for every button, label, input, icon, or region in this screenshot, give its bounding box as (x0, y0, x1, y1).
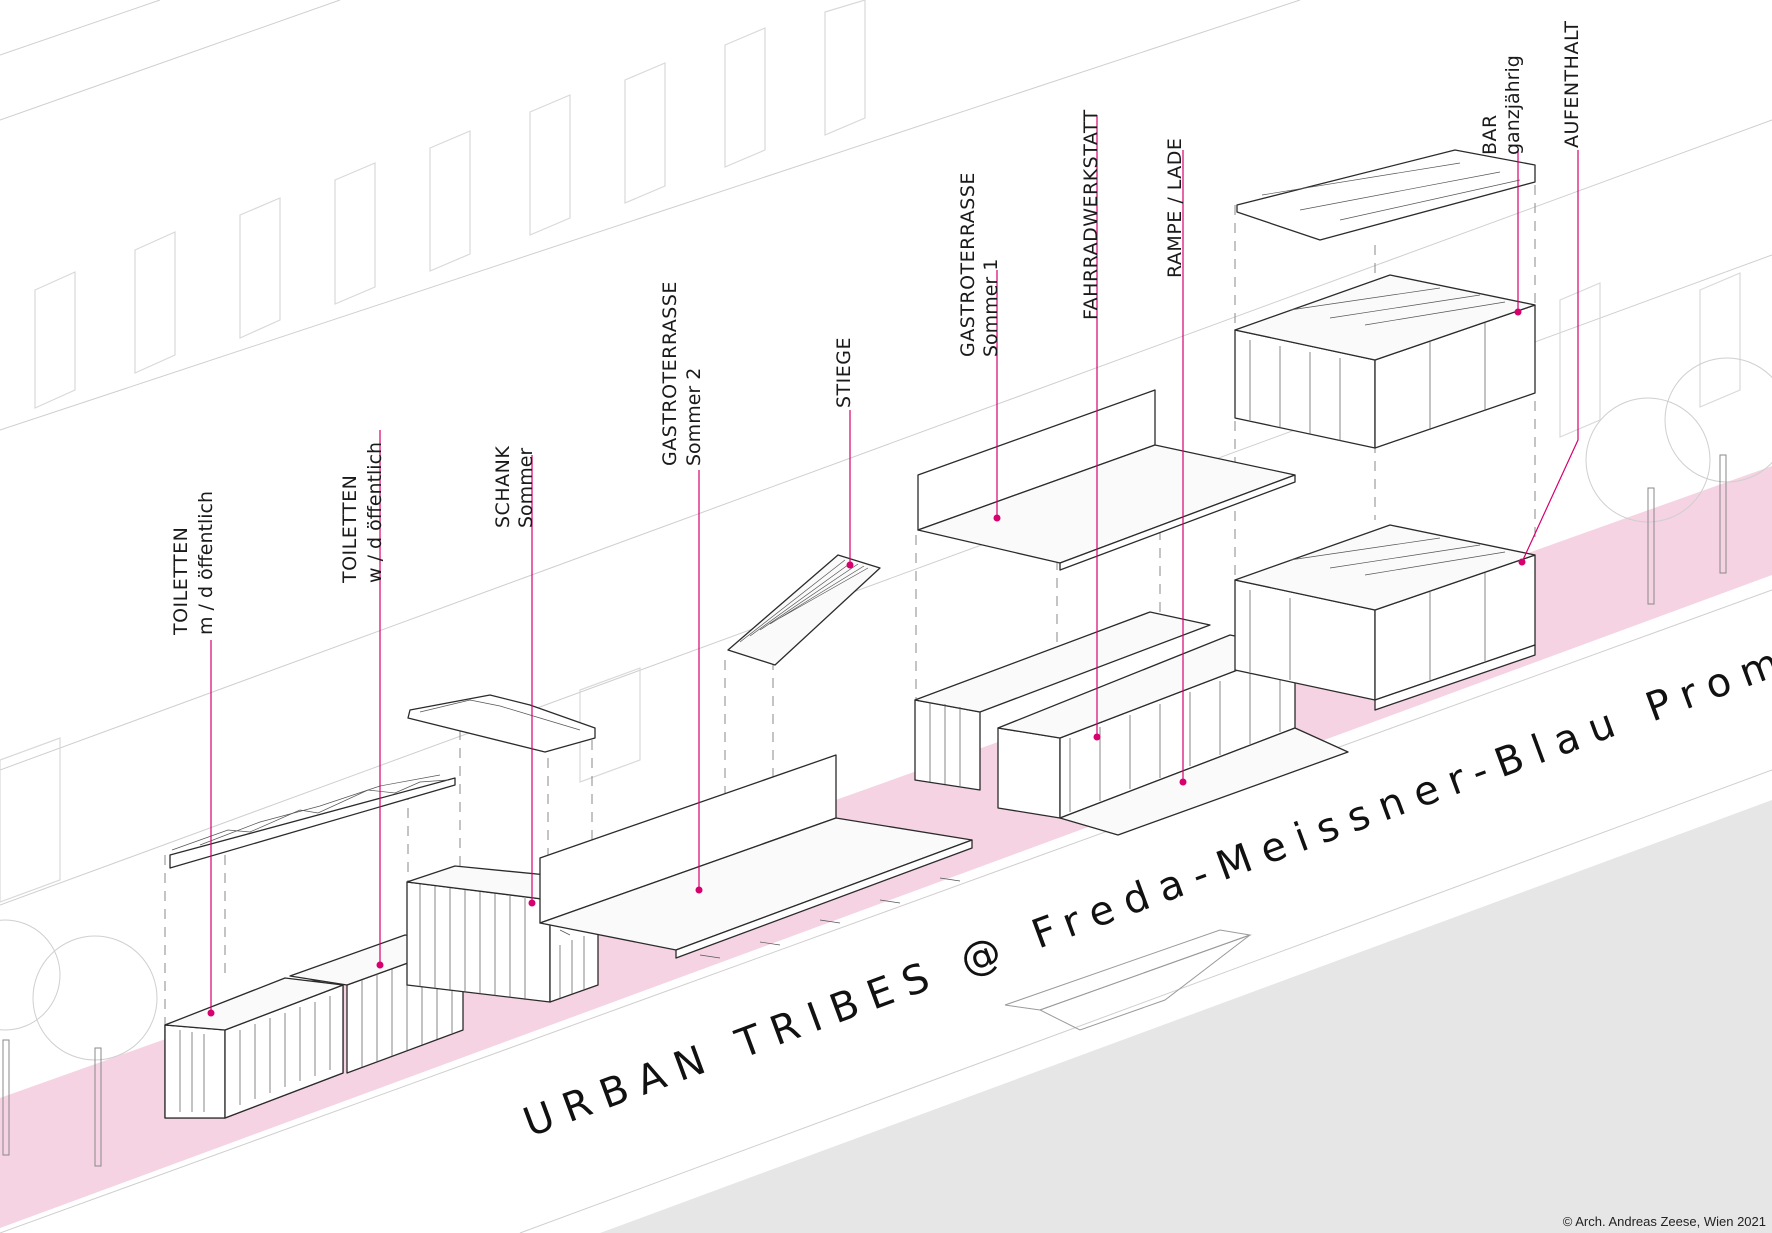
label-stiege: STIEGE (833, 337, 855, 408)
container-fahrrad-b (997, 634, 1296, 819)
label-schank-2: Sommer (515, 448, 537, 528)
platform-gastro2 (539, 754, 973, 959)
facade-line-2 (0, 119, 1772, 771)
label-toiletten-md-2: m / d öffentlich (195, 491, 217, 635)
label-toiletten-wd-2: w / d öffentlich (364, 442, 386, 583)
curb-line (0, 589, 1772, 1233)
roof-schank (407, 694, 596, 753)
facade-line-3 (0, 0, 1301, 431)
roof-bar (1236, 149, 1536, 241)
label-bar-1: BAR (1479, 114, 1501, 155)
label-fahrrad: FAHRRADWERKSTATT (1080, 109, 1102, 320)
label-gastro2-1: GASTROTERRASSE (659, 281, 681, 466)
facade-line-4 (0, 0, 161, 56)
ramp-lade (1059, 727, 1349, 836)
container-fahrrad-a (914, 611, 1211, 791)
container-bar-upper (1234, 274, 1536, 449)
stair-stiege (727, 554, 881, 666)
platform-gastro1 (917, 389, 1296, 571)
copyright: © Arch. Andreas Zeese, Wien 2021 (1563, 1214, 1766, 1229)
leader-lines (207, 115, 1579, 1017)
tree-trunk (94, 1047, 102, 1167)
container-aufenthalt (1234, 524, 1536, 711)
label-toiletten-md-1: TOILETTEN (170, 527, 192, 636)
label-gastro1-1: GASTROTERRASSE (957, 172, 979, 357)
background-buildings (0, 0, 1741, 903)
label-bar-2: ganzjährig (1502, 55, 1524, 155)
street-surface (600, 800, 1772, 1233)
street-edge (519, 769, 1772, 1233)
labels: TOILETTEN m / d öffentlich TOILETTEN w /… (170, 20, 1583, 636)
label-toiletten-wd-1: TOILETTEN (339, 475, 361, 584)
label-aufenthalt: AUFENTHALT (1561, 20, 1583, 148)
label-gastro2-2: Sommer 2 (683, 368, 705, 466)
container-toiletten-md (164, 977, 344, 1119)
label-rampe: RAMPE / LADE (1164, 138, 1186, 278)
roof-toiletten (169, 774, 456, 869)
street-ramp (1004, 929, 1252, 1031)
label-schank-1: SCHANK (492, 446, 514, 528)
label-gastro1-2: Sommer 1 (980, 259, 1002, 357)
facade-line-5 (0, 0, 341, 121)
trees (0, 357, 1772, 1167)
